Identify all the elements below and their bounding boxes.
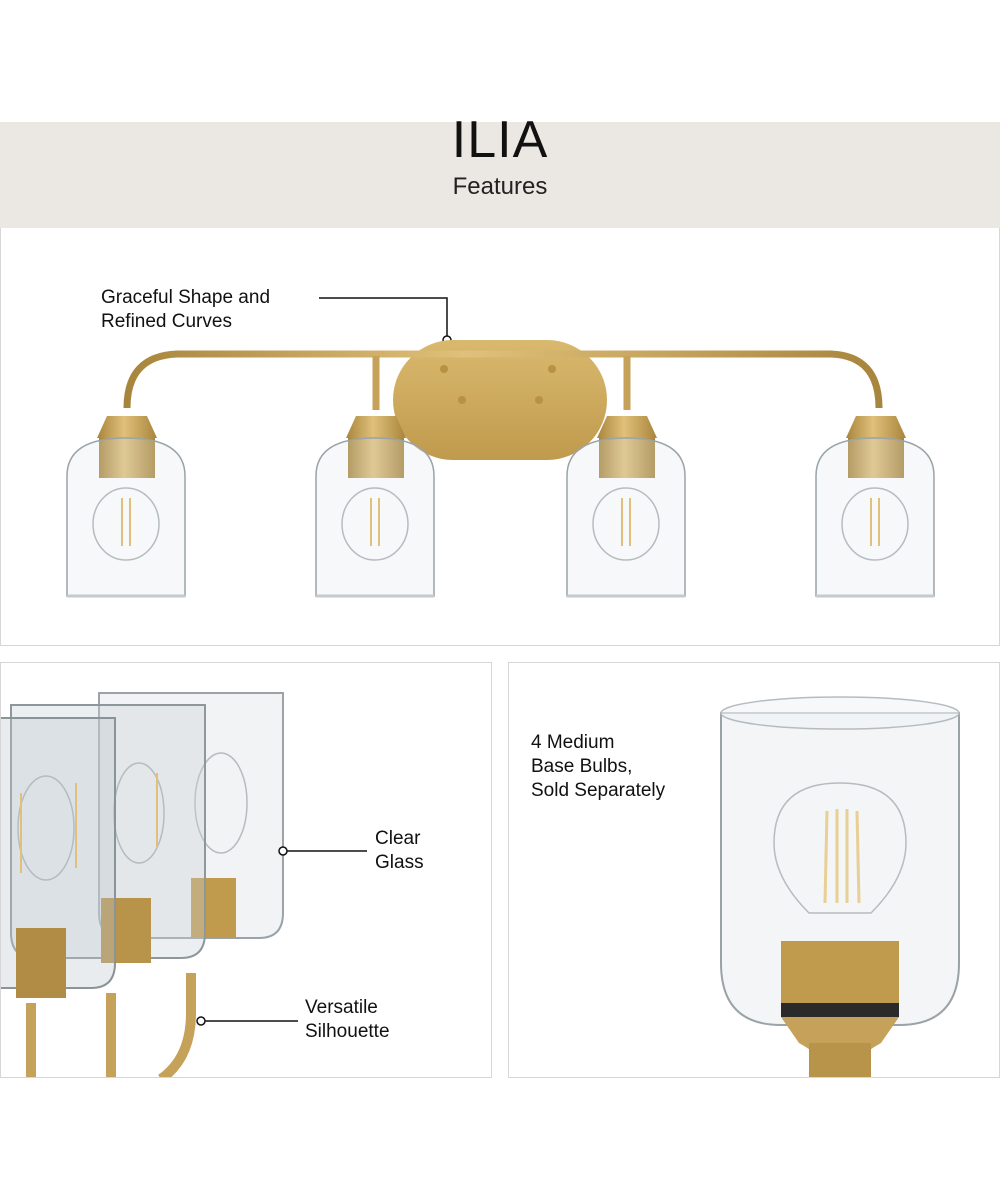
callout-versatile-silhouette: Versatile Silhouette bbox=[305, 997, 390, 1042]
fixture-overview-panel: Graceful Shape and Refined Curves bbox=[0, 228, 1000, 646]
light-3 bbox=[566, 416, 686, 598]
silhouette-callout-dot bbox=[196, 1016, 206, 1026]
bulb-detail-panel: 4 Medium Base Bulbs, Sold Separately bbox=[508, 662, 1000, 1078]
top-callout-line bbox=[319, 297, 448, 338]
back-plate bbox=[393, 340, 607, 460]
callout-medium-base-bulbs: 4 Medium Base Bulbs, Sold Separately bbox=[531, 732, 666, 801]
light-1 bbox=[66, 416, 186, 598]
callout-graceful-shape: Graceful Shape and Refined Curves bbox=[101, 287, 271, 332]
bulb-socket bbox=[781, 941, 899, 1013]
glass-closeup-illustration bbox=[1, 692, 367, 1077]
glass-detail-panel: Clear Glass Versatile Silhouette bbox=[0, 662, 492, 1078]
light-2 bbox=[315, 416, 435, 598]
callout-clear-glass: Clear Glass bbox=[375, 828, 424, 873]
main-arm bbox=[123, 350, 883, 409]
glass-callout-dot bbox=[278, 846, 288, 856]
bulb-closeup-illustration bbox=[720, 696, 960, 1077]
fixture-illustration bbox=[66, 297, 935, 598]
section-subtitle: Features bbox=[452, 173, 548, 200]
header-band bbox=[0, 122, 1000, 228]
product-title: ILIA bbox=[451, 111, 549, 169]
light-4 bbox=[815, 416, 935, 598]
